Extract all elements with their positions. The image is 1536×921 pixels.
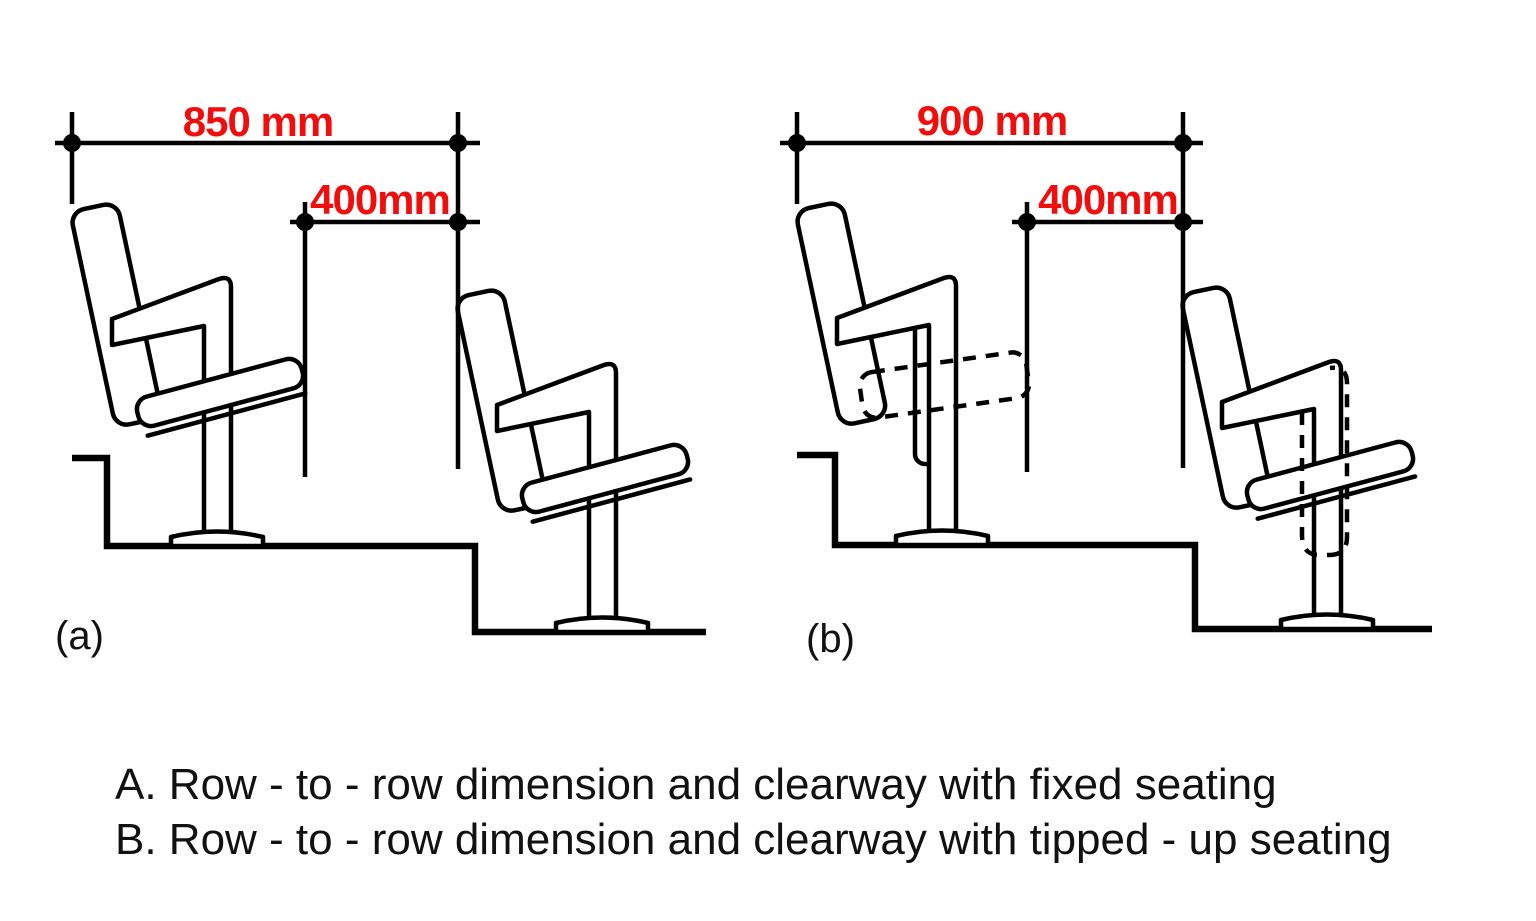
diagram-a: 850 mm 400mm (a) <box>55 98 706 658</box>
chair-b-front-row-tipped <box>795 201 1032 548</box>
diagram-b: 900 mm 400mm (b) <box>780 97 1432 661</box>
figure-canvas: 850 mm 400mm (a) <box>55 97 1432 661</box>
dimension-endpoint-dot <box>449 134 467 152</box>
dimensions-b: 900 mm 400mm <box>780 97 1203 472</box>
row-to-row-dimension-label-b: 900 mm <box>917 97 1067 144</box>
panel-label-a: (a) <box>55 614 104 658</box>
figure-captions: A. Row - to - row dimension and clearway… <box>115 757 1392 867</box>
dimension-endpoint-dot <box>1018 213 1036 231</box>
panel-label-b: (b) <box>806 617 855 661</box>
dimension-endpoint-dot <box>63 134 81 152</box>
caption-line-b: B. Row - to - row dimension and clearway… <box>115 815 1392 864</box>
pedestal-base <box>893 528 991 548</box>
chair-a-back-row <box>455 288 693 632</box>
dimension-endpoint-dot <box>1174 134 1192 152</box>
clearway-dimension-label-a: 400mm <box>310 176 450 223</box>
dimension-endpoint-dot <box>1174 213 1192 231</box>
armrest-and-post <box>834 274 959 534</box>
caption-line-a: A. Row - to - row dimension and clearway… <box>115 760 1277 809</box>
dimension-endpoint-dot <box>296 213 314 231</box>
stepped-floor-a <box>72 454 706 636</box>
chair-b-back-row <box>1180 285 1418 629</box>
dimension-endpoint-dot <box>449 213 467 231</box>
row-to-row-dimension-label-a: 850 mm <box>183 98 333 145</box>
dimension-endpoint-dot <box>788 134 806 152</box>
stepped-floor-b <box>797 451 1432 633</box>
clearway-dimension-label-b: 400mm <box>1038 176 1178 223</box>
seat-tipped-position-dashed-outline <box>1299 365 1350 558</box>
dimensions-a: 850 mm 400mm <box>55 98 480 477</box>
